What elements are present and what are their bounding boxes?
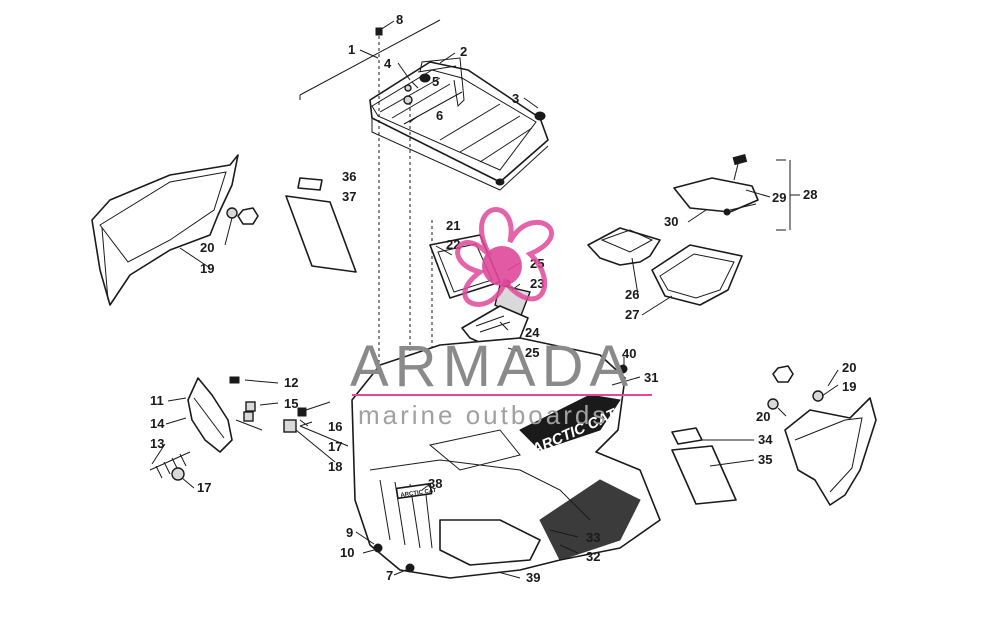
callout-28: 28 xyxy=(803,187,817,202)
callout-5: 5 xyxy=(432,74,439,89)
callout-31: 31 xyxy=(644,370,658,385)
callout-25-bottom: 25 xyxy=(525,345,539,360)
callout-33: 33 xyxy=(586,530,600,545)
callout-7: 7 xyxy=(386,568,393,583)
callout-10: 10 xyxy=(340,545,354,560)
callout-17-right: 17 xyxy=(328,439,342,454)
callout-13: 13 xyxy=(150,436,164,451)
watermark-divider xyxy=(352,394,652,396)
callout-4: 4 xyxy=(384,56,392,71)
callout-11: 11 xyxy=(150,393,164,408)
callout-21: 21 xyxy=(446,218,460,233)
decal-36-37 xyxy=(285,177,357,273)
left-side-panel xyxy=(91,154,259,306)
callout-12: 12 xyxy=(284,375,298,390)
callout-24: 24 xyxy=(525,325,540,340)
callout-32: 32 xyxy=(586,549,600,564)
callout-38: 38 xyxy=(428,476,442,491)
callout-26: 26 xyxy=(625,287,639,302)
callout-20-left: 20 xyxy=(200,240,214,255)
callout-29: 29 xyxy=(772,190,786,205)
front-rack xyxy=(369,27,549,191)
callout-27: 27 xyxy=(625,307,639,322)
armada-logo xyxy=(455,207,554,307)
callout-14: 14 xyxy=(150,416,165,431)
callout-35: 35 xyxy=(758,452,772,467)
callout-8: 8 xyxy=(396,12,403,27)
watermark-subtitle: marine outboards xyxy=(358,400,608,430)
callout-9: 9 xyxy=(346,525,353,540)
callout-17-left: 17 xyxy=(197,480,211,495)
callout-34: 34 xyxy=(758,432,773,447)
callout-labels: 1 2 3 4 5 6 8 20 19 36 37 21 22 25 23 24… xyxy=(150,12,856,585)
storage-compartment xyxy=(587,153,759,306)
callout-40: 40 xyxy=(622,346,636,361)
callout-3: 3 xyxy=(512,91,519,106)
callout-16: 16 xyxy=(328,419,342,434)
callout-30: 30 xyxy=(664,214,678,229)
watermark-title: ARMADA xyxy=(350,334,634,399)
headlight-assembly xyxy=(149,376,331,481)
callout-1: 1 xyxy=(348,42,355,57)
callout-20-right: 20 xyxy=(756,409,770,424)
decal-34-35 xyxy=(671,427,737,505)
callout-39: 39 xyxy=(526,570,540,585)
right-side-panel xyxy=(767,365,877,506)
fender-badge-text: ARCTIC CAT xyxy=(400,488,437,499)
front-fender xyxy=(351,337,661,579)
callout-6: 6 xyxy=(436,108,443,123)
callout-37: 37 xyxy=(342,189,356,204)
watermark: ARMADA marine outboards xyxy=(350,207,652,430)
callout-2: 2 xyxy=(460,44,467,59)
callout-23: 23 xyxy=(530,276,544,291)
callout-19-right: 19 xyxy=(842,379,856,394)
callout-20-right-top: 20 xyxy=(842,360,856,375)
callout-18: 18 xyxy=(328,459,342,474)
callout-19-left: 19 xyxy=(200,261,214,276)
callout-15: 15 xyxy=(284,396,298,411)
callout-36: 36 xyxy=(342,169,356,184)
